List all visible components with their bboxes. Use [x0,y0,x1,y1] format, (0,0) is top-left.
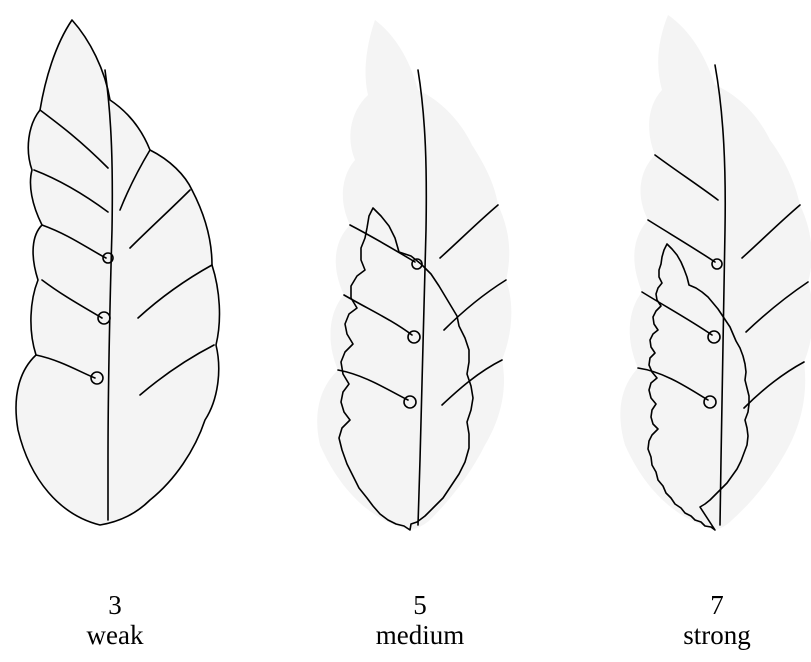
leaf-illustrations [0,0,811,560]
serration-level-value: 5 [330,590,510,620]
caption-leaf-2: 5 medium [330,590,510,650]
serration-level-label: medium [330,620,510,650]
serration-level-value: 3 [25,590,205,620]
serration-level-label: strong [627,620,807,650]
leaf-strong [620,15,811,530]
serration-level-label: weak [25,620,205,650]
leaf-medium [317,20,511,530]
caption-leaf-1: 3 weak [25,590,205,650]
leaf-weak [16,20,219,525]
caption-leaf-3: 7 strong [627,590,807,650]
serration-level-value: 7 [627,590,807,620]
